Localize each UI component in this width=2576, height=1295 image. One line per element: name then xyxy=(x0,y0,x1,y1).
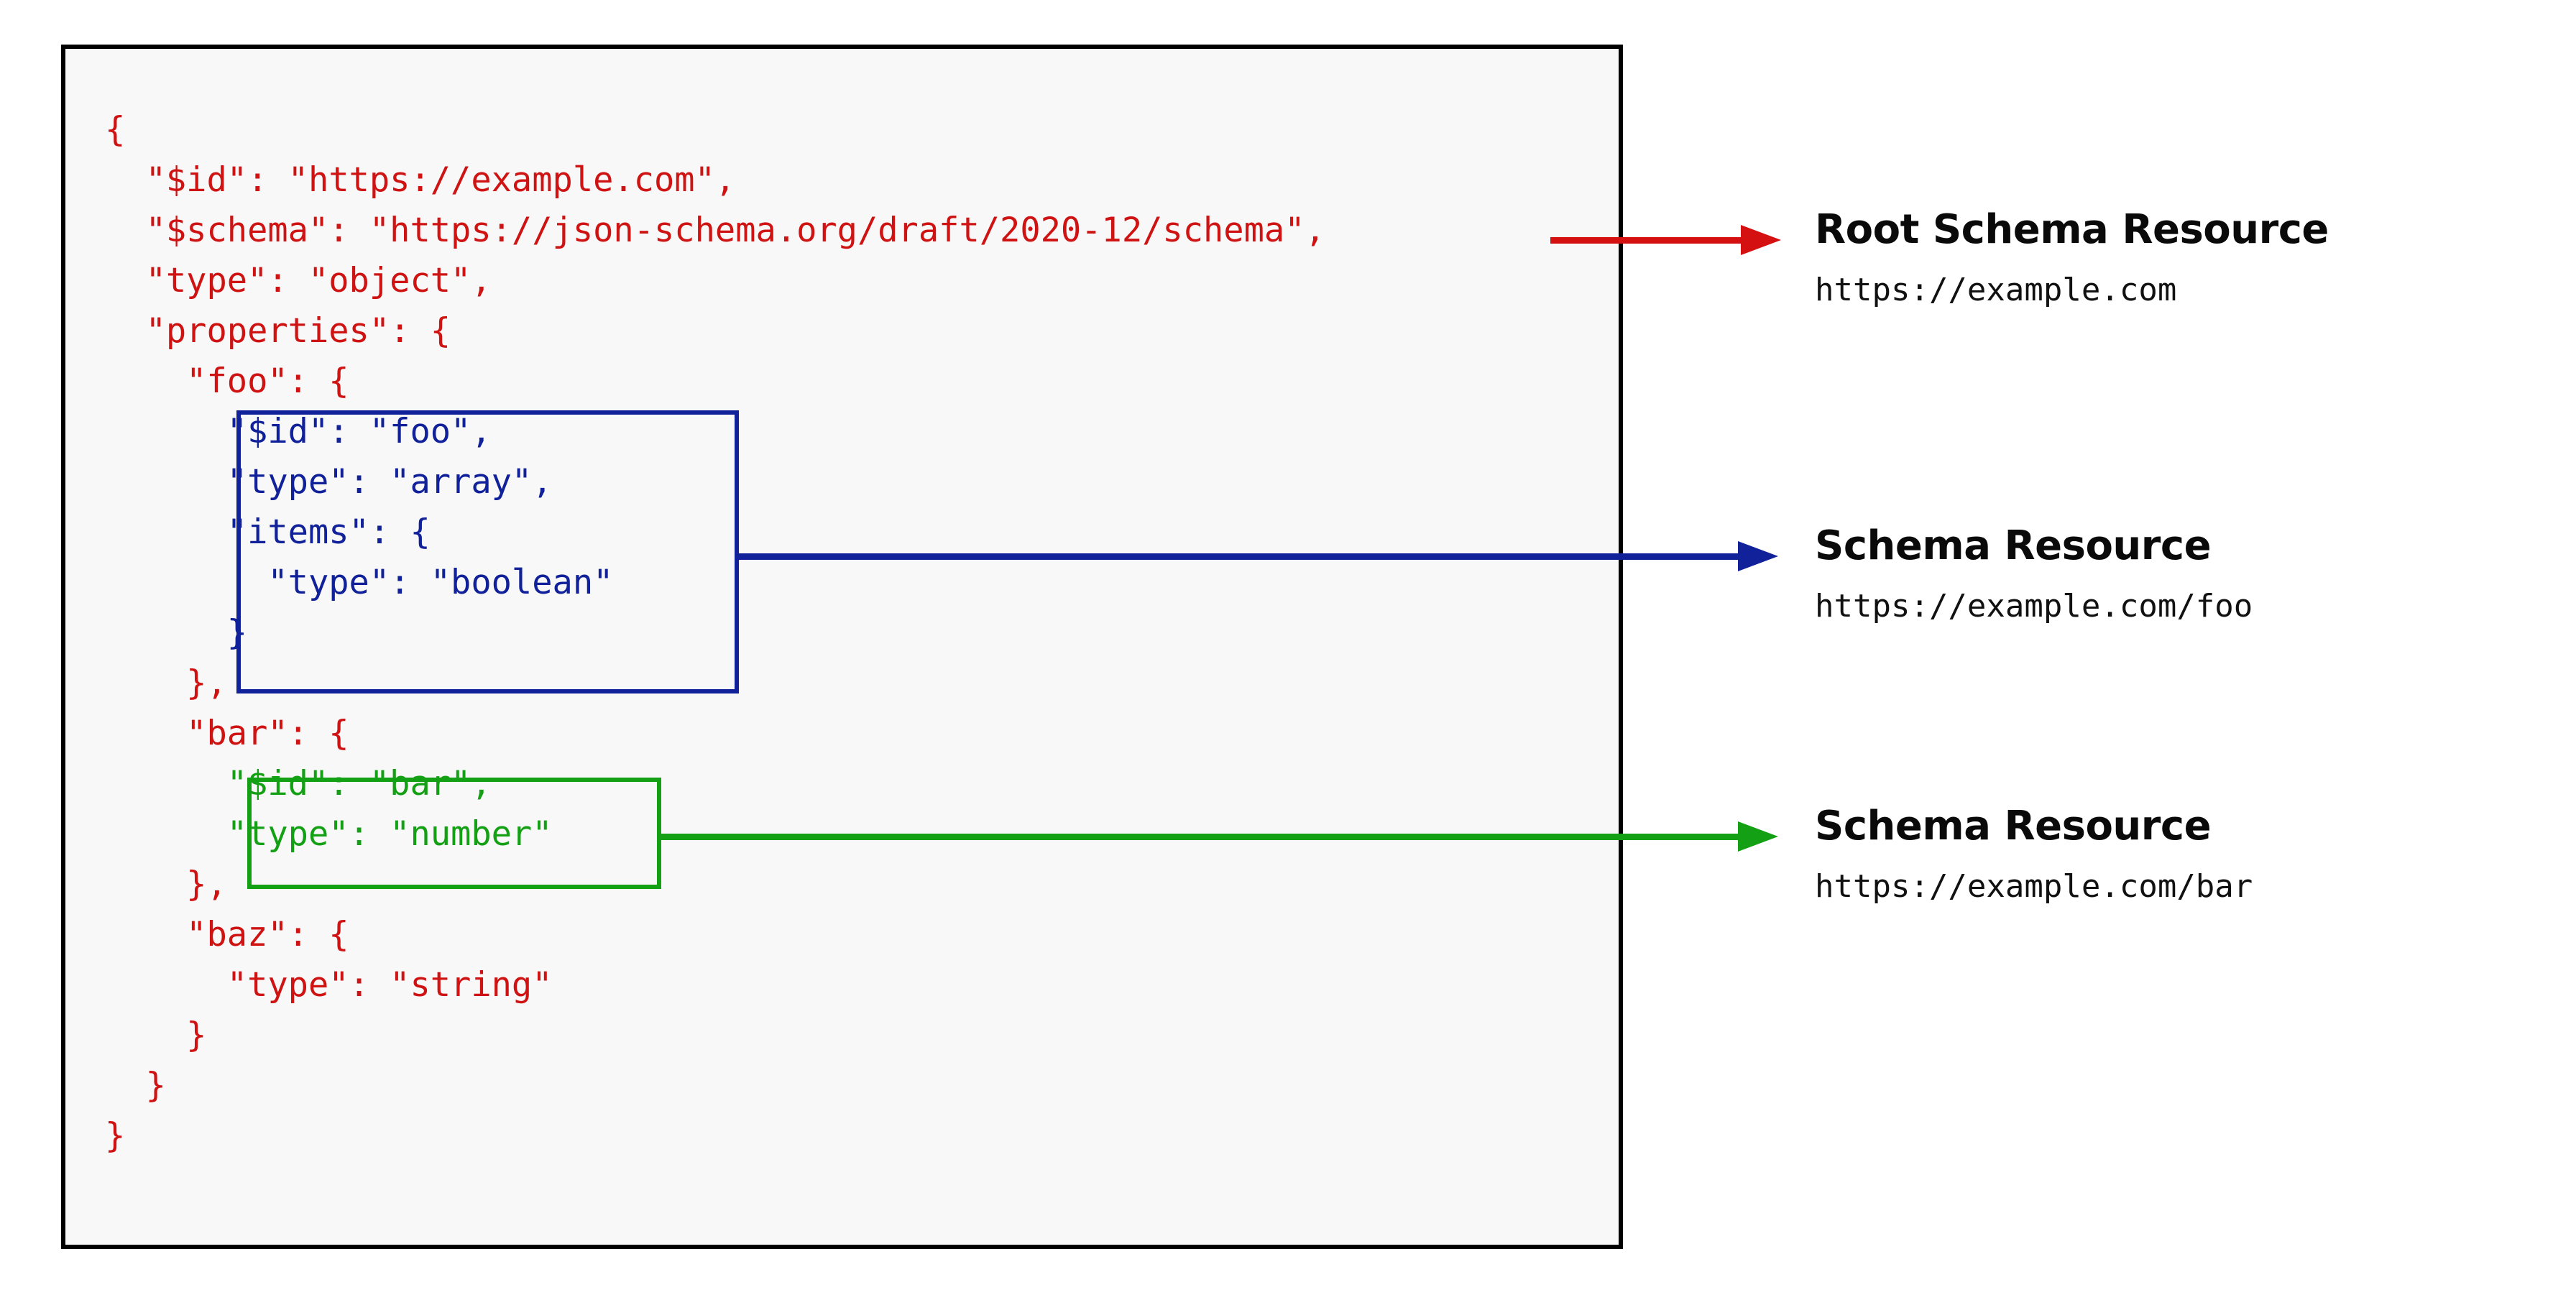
annotation-uri: https://example.com/bar xyxy=(1815,868,2253,905)
arrow-head-icon xyxy=(1738,541,1778,571)
annotation-title: Schema Resource xyxy=(1815,803,2212,849)
code-line: "type": "object", xyxy=(105,261,492,300)
code-line: "properties": { xyxy=(105,311,451,351)
code-line-foo-resource: "type": "array", xyxy=(105,462,553,502)
code-line: "foo": { xyxy=(105,361,349,401)
arrow-head-icon xyxy=(1738,821,1778,852)
code-line: }, xyxy=(105,663,227,703)
code-line-foo-resource: "items": { xyxy=(105,512,431,552)
arrow-line xyxy=(661,834,1742,840)
code-line-bar-resource: "$id": "bar", xyxy=(105,764,492,803)
annotation-title: Root Schema Resource xyxy=(1815,206,2329,253)
code-panel: { "$id": "https://example.com", "$schema… xyxy=(61,45,1623,1249)
code-line-foo-resource: } xyxy=(105,613,248,653)
annotation-foo-schema-resource: Schema Resource https://example.com/foo xyxy=(1815,523,2555,625)
code-line: "$schema": "https://json-schema.org/draf… xyxy=(105,211,1325,250)
annotation-title: Schema Resource xyxy=(1815,522,2212,569)
annotation-uri: https://example.com/foo xyxy=(1815,588,2253,625)
arrow-line xyxy=(739,553,1742,560)
json-code-listing: { "$id": "https://example.com", "$schema… xyxy=(105,105,1325,1161)
code-line: } xyxy=(105,1015,207,1055)
code-line: "bar": { xyxy=(105,714,349,753)
code-line: { xyxy=(105,110,126,149)
annotation-uri: https://example.com xyxy=(1815,272,2177,308)
annotation-root-schema-resource: Root Schema Resource https://example.com xyxy=(1815,207,2555,309)
code-line: }, xyxy=(105,865,227,904)
arrow-line xyxy=(1550,237,1744,244)
annotation-bar-schema-resource: Schema Resource https://example.com/bar xyxy=(1815,803,2555,905)
arrow-head-icon xyxy=(1741,225,1781,255)
code-line: "type": "string" xyxy=(105,965,553,1005)
code-line-foo-resource: "$id": "foo", xyxy=(105,412,492,451)
code-line: } xyxy=(105,1066,166,1105)
code-line-foo-resource: "type": "boolean" xyxy=(105,563,614,602)
code-line: "baz": { xyxy=(105,915,349,954)
code-line: "$id": "https://example.com", xyxy=(105,160,736,200)
code-line: } xyxy=(105,1116,126,1156)
